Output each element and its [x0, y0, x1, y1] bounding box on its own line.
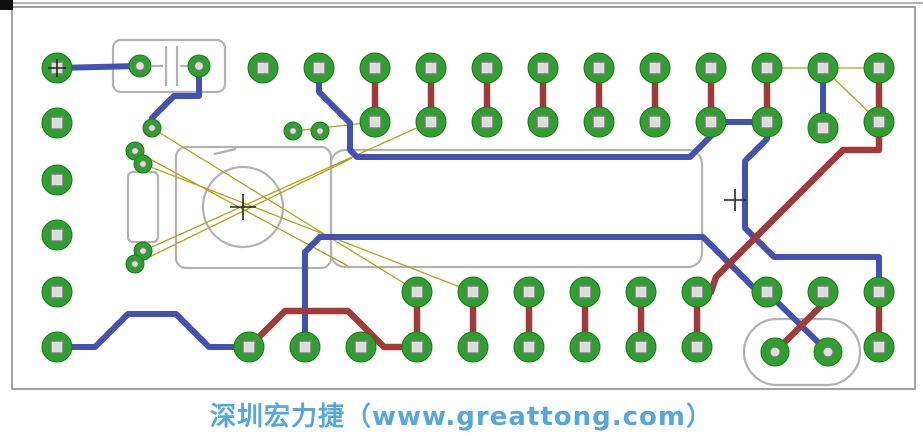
pad-hole	[368, 115, 382, 129]
pad-hole	[536, 61, 550, 75]
pad-hole	[872, 285, 886, 299]
pad-hole	[578, 340, 592, 354]
pad-hole	[193, 60, 205, 72]
pad-hole	[130, 259, 140, 269]
pad-hole	[634, 340, 648, 354]
pad-hole	[578, 285, 592, 299]
pad-hole	[536, 115, 550, 129]
pad-hole	[50, 228, 64, 242]
pad-hole	[466, 285, 480, 299]
pad-hole	[822, 346, 834, 358]
pad-hole	[138, 159, 148, 169]
pad-hole	[872, 115, 886, 129]
pad-hole	[410, 285, 424, 299]
pad-hole	[368, 61, 382, 75]
pad-hole	[592, 61, 606, 75]
pad-hole	[648, 115, 662, 129]
pad-hole	[816, 285, 830, 299]
pad-hole	[130, 146, 140, 156]
pad-hole	[480, 61, 494, 75]
pad-hole	[480, 115, 494, 129]
pad-hole	[256, 61, 270, 75]
pad-hole	[704, 115, 718, 129]
component-outline-circle[interactable]	[201, 165, 285, 249]
pad-hole	[704, 61, 718, 75]
pad-hole	[312, 61, 326, 75]
pad-hole	[50, 116, 64, 130]
pad-hole	[760, 115, 774, 129]
pad-hole	[288, 126, 298, 136]
pad-hole	[816, 61, 830, 75]
pad-hole	[147, 123, 157, 133]
pad-hole	[760, 61, 774, 75]
pad-hole	[134, 60, 146, 72]
pad-hole	[760, 285, 774, 299]
watermark-text: 深圳宏力捷（www.greattong.com）	[210, 402, 713, 432]
pad-hole	[522, 340, 536, 354]
corner-mark	[0, 0, 13, 10]
copper-trace-top[interactable]	[707, 118, 883, 296]
pad-hole	[354, 340, 368, 354]
component-outline-line	[213, 147, 237, 156]
pad-hole	[298, 340, 312, 354]
pad-hole	[634, 285, 648, 299]
pad-hole	[648, 61, 662, 75]
pad-hole	[315, 126, 325, 136]
pad-hole	[872, 61, 886, 75]
airwire[interactable]	[142, 121, 431, 252]
pad-hole	[816, 121, 830, 135]
pad-hole	[138, 246, 148, 256]
pad-hole	[410, 340, 424, 354]
copper-trace-bottom[interactable]	[742, 119, 882, 295]
component-outline[interactable]	[329, 148, 704, 269]
pad-hole	[690, 285, 704, 299]
pad-hole	[424, 115, 438, 129]
pad-hole	[242, 340, 256, 354]
pad-hole	[424, 61, 438, 75]
pad-hole	[466, 340, 480, 354]
copper-trace-bottom[interactable]	[54, 311, 252, 350]
pad-hole	[769, 346, 781, 358]
pad-hole	[872, 340, 886, 354]
pad-hole	[50, 340, 64, 354]
pad-hole	[690, 340, 704, 354]
copper-trace-top[interactable]	[245, 307, 421, 351]
airwire[interactable]	[151, 127, 421, 294]
pad-hole	[522, 285, 536, 299]
component-outline[interactable]	[742, 317, 862, 387]
copper-trace-bottom[interactable]	[302, 234, 323, 350]
pad-hole	[592, 115, 606, 129]
pad-hole	[50, 173, 64, 187]
pad-hole	[50, 285, 64, 299]
